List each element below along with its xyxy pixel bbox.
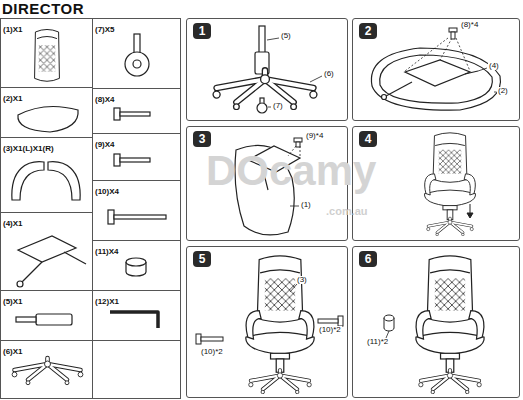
- part-cell: (9)X4: [92, 133, 180, 180]
- step-panel: 5: [186, 246, 348, 398]
- part-cell: (3)X1(L)X1(R): [0, 137, 92, 212]
- part-cell: (4)X1: [0, 212, 92, 290]
- part-quantity: (8)X4: [95, 95, 115, 105]
- part-quantity: (11)X4: [95, 247, 119, 257]
- part-quantity: (5)X1: [3, 297, 23, 307]
- callout-number: (1): [300, 201, 312, 209]
- part-quantity: (2)X1: [3, 94, 23, 104]
- part-cell: (8)X4: [92, 88, 180, 133]
- part-cell: (2)X1: [0, 87, 92, 137]
- part-quantity: (12)X1: [95, 297, 119, 307]
- watermark: .com.au: [326, 206, 368, 217]
- callout-number: (8)*4: [460, 21, 479, 29]
- part-cell: (7)X5: [92, 18, 180, 88]
- callout-number: (9)*4: [305, 132, 324, 140]
- part-quantity: (3)X1(L)X1(R): [3, 144, 54, 154]
- part-quantity: (6)X1: [3, 347, 23, 357]
- part-cell: (5)X1: [0, 290, 92, 340]
- callout-number: (10)*2: [318, 326, 342, 334]
- step-number: 6: [359, 251, 377, 267]
- callout-number: (3): [296, 276, 308, 284]
- step-panel: 4: [352, 126, 520, 241]
- title: DIRECTOR: [2, 0, 84, 17]
- part-cell: (11)X4: [92, 240, 180, 290]
- step-number: 3: [193, 131, 211, 147]
- step-number: 2: [359, 23, 377, 39]
- step-panel: 6: [352, 246, 520, 398]
- callout-number: (5): [280, 32, 292, 40]
- callout-number: (11)*2: [366, 338, 389, 346]
- callout-number: (4): [488, 62, 500, 70]
- step-number: 4: [359, 131, 377, 147]
- callout-number: (2): [497, 87, 509, 95]
- part-quantity: (10)X4: [95, 187, 119, 197]
- part-quantity: (1)X1: [3, 25, 23, 35]
- callout-number: (10)*2: [200, 348, 224, 356]
- callout-number: (7): [272, 102, 284, 110]
- part-cell: (1)X1: [0, 18, 92, 88]
- part-quantity: (7)X5: [95, 25, 115, 35]
- part-cell: (12)X1: [92, 290, 180, 340]
- step-number: 5: [193, 251, 211, 267]
- part-cell: (10)X4: [92, 180, 180, 240]
- part-quantity: (4)X1: [3, 219, 23, 229]
- callout-number: (6): [323, 70, 335, 78]
- step-number: 1: [193, 23, 211, 39]
- part-quantity: (9)X4: [95, 140, 115, 150]
- part-cell: (6)X1: [0, 340, 92, 398]
- watermark: DOcamy: [206, 150, 376, 192]
